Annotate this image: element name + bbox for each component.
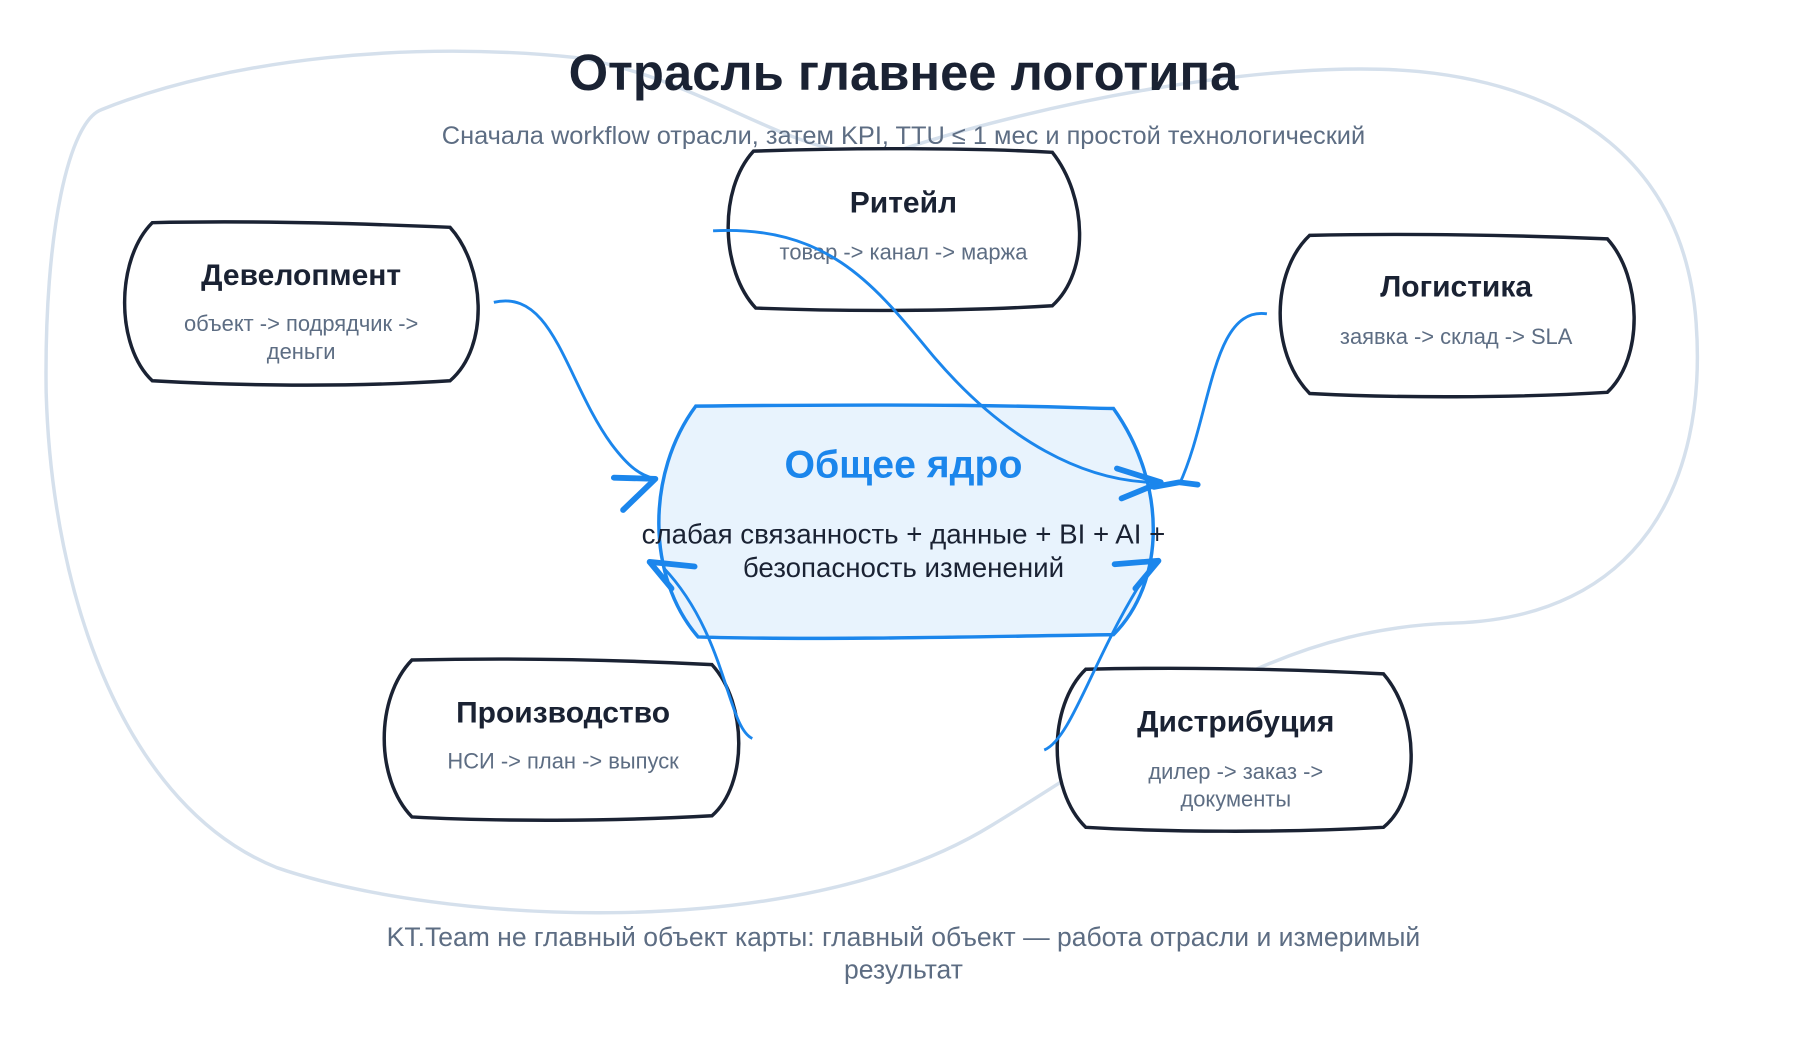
- connector-logistics-core: [1177, 312, 1268, 486]
- diagram-title: Отрасль главнее логотипа: [569, 44, 1240, 101]
- background-outline: [44, 49, 1700, 915]
- node-production-title: Производство: [456, 696, 670, 729]
- connector-development-core: [493, 299, 656, 481]
- arrowhead-logistics: [1150, 479, 1201, 490]
- core-node: Общее ядро слабая связанность + данные +…: [642, 403, 1166, 641]
- node-distribution-line2: документы: [1180, 787, 1291, 812]
- node-development-shape: [122, 220, 480, 387]
- node-logistics-title: Логистика: [1380, 271, 1532, 304]
- footer-line2: результат: [844, 954, 963, 984]
- core-node-title: Общее ядро: [784, 443, 1022, 487]
- core-node-line2: безопасность изменений: [743, 552, 1064, 583]
- node-retail-shape: [726, 146, 1082, 313]
- connector-production-core: [662, 566, 754, 740]
- node-logistics-line1: заявка -> склад -> SLA: [1340, 324, 1573, 349]
- node-distribution-line1: дилер -> заказ ->: [1148, 759, 1323, 784]
- node-production-line1: НСИ -> план -> выпуск: [447, 748, 679, 773]
- connector-retail-core: [713, 229, 1164, 484]
- footer-line1: KT.Team не главный объект карты: главный…: [387, 922, 1421, 952]
- core-node-line1: слабая связанность + данные + BI + AI +: [642, 518, 1166, 549]
- node-development-line2: деньги: [267, 339, 336, 364]
- node-logistics: Логистика заявка -> склад -> SLA: [1278, 232, 1636, 399]
- node-development: Девелопмент объект -> подрядчик -> деньг…: [122, 220, 480, 387]
- node-retail-title: Ритейл: [850, 186, 957, 219]
- node-logistics-shape: [1278, 232, 1636, 399]
- arrowhead-retail: [1114, 465, 1164, 502]
- node-distribution: Дистрибуция дилер -> заказ -> документы: [1055, 666, 1413, 833]
- node-development-title: Девелопмент: [201, 259, 401, 292]
- node-production-shape: [382, 657, 741, 822]
- connector-distribution-core: [1043, 562, 1156, 752]
- arrowhead-development: [610, 474, 659, 513]
- node-retail-line1: товар -> канал -> маржа: [780, 240, 1029, 265]
- node-distribution-title: Дистрибуция: [1137, 706, 1334, 739]
- node-production: Производство НСИ -> план -> выпуск: [382, 657, 741, 822]
- diagram-subtitle: Сначала workflow отрасли, затем KPI, TTU…: [442, 122, 1365, 150]
- node-distribution-shape: [1055, 666, 1413, 833]
- node-development-line1: объект -> подрядчик ->: [184, 311, 418, 336]
- arrowhead-distribution: [1111, 557, 1162, 592]
- node-retail: Ритейл товар -> канал -> маржа: [726, 146, 1082, 313]
- arrowhead-production: [646, 559, 698, 592]
